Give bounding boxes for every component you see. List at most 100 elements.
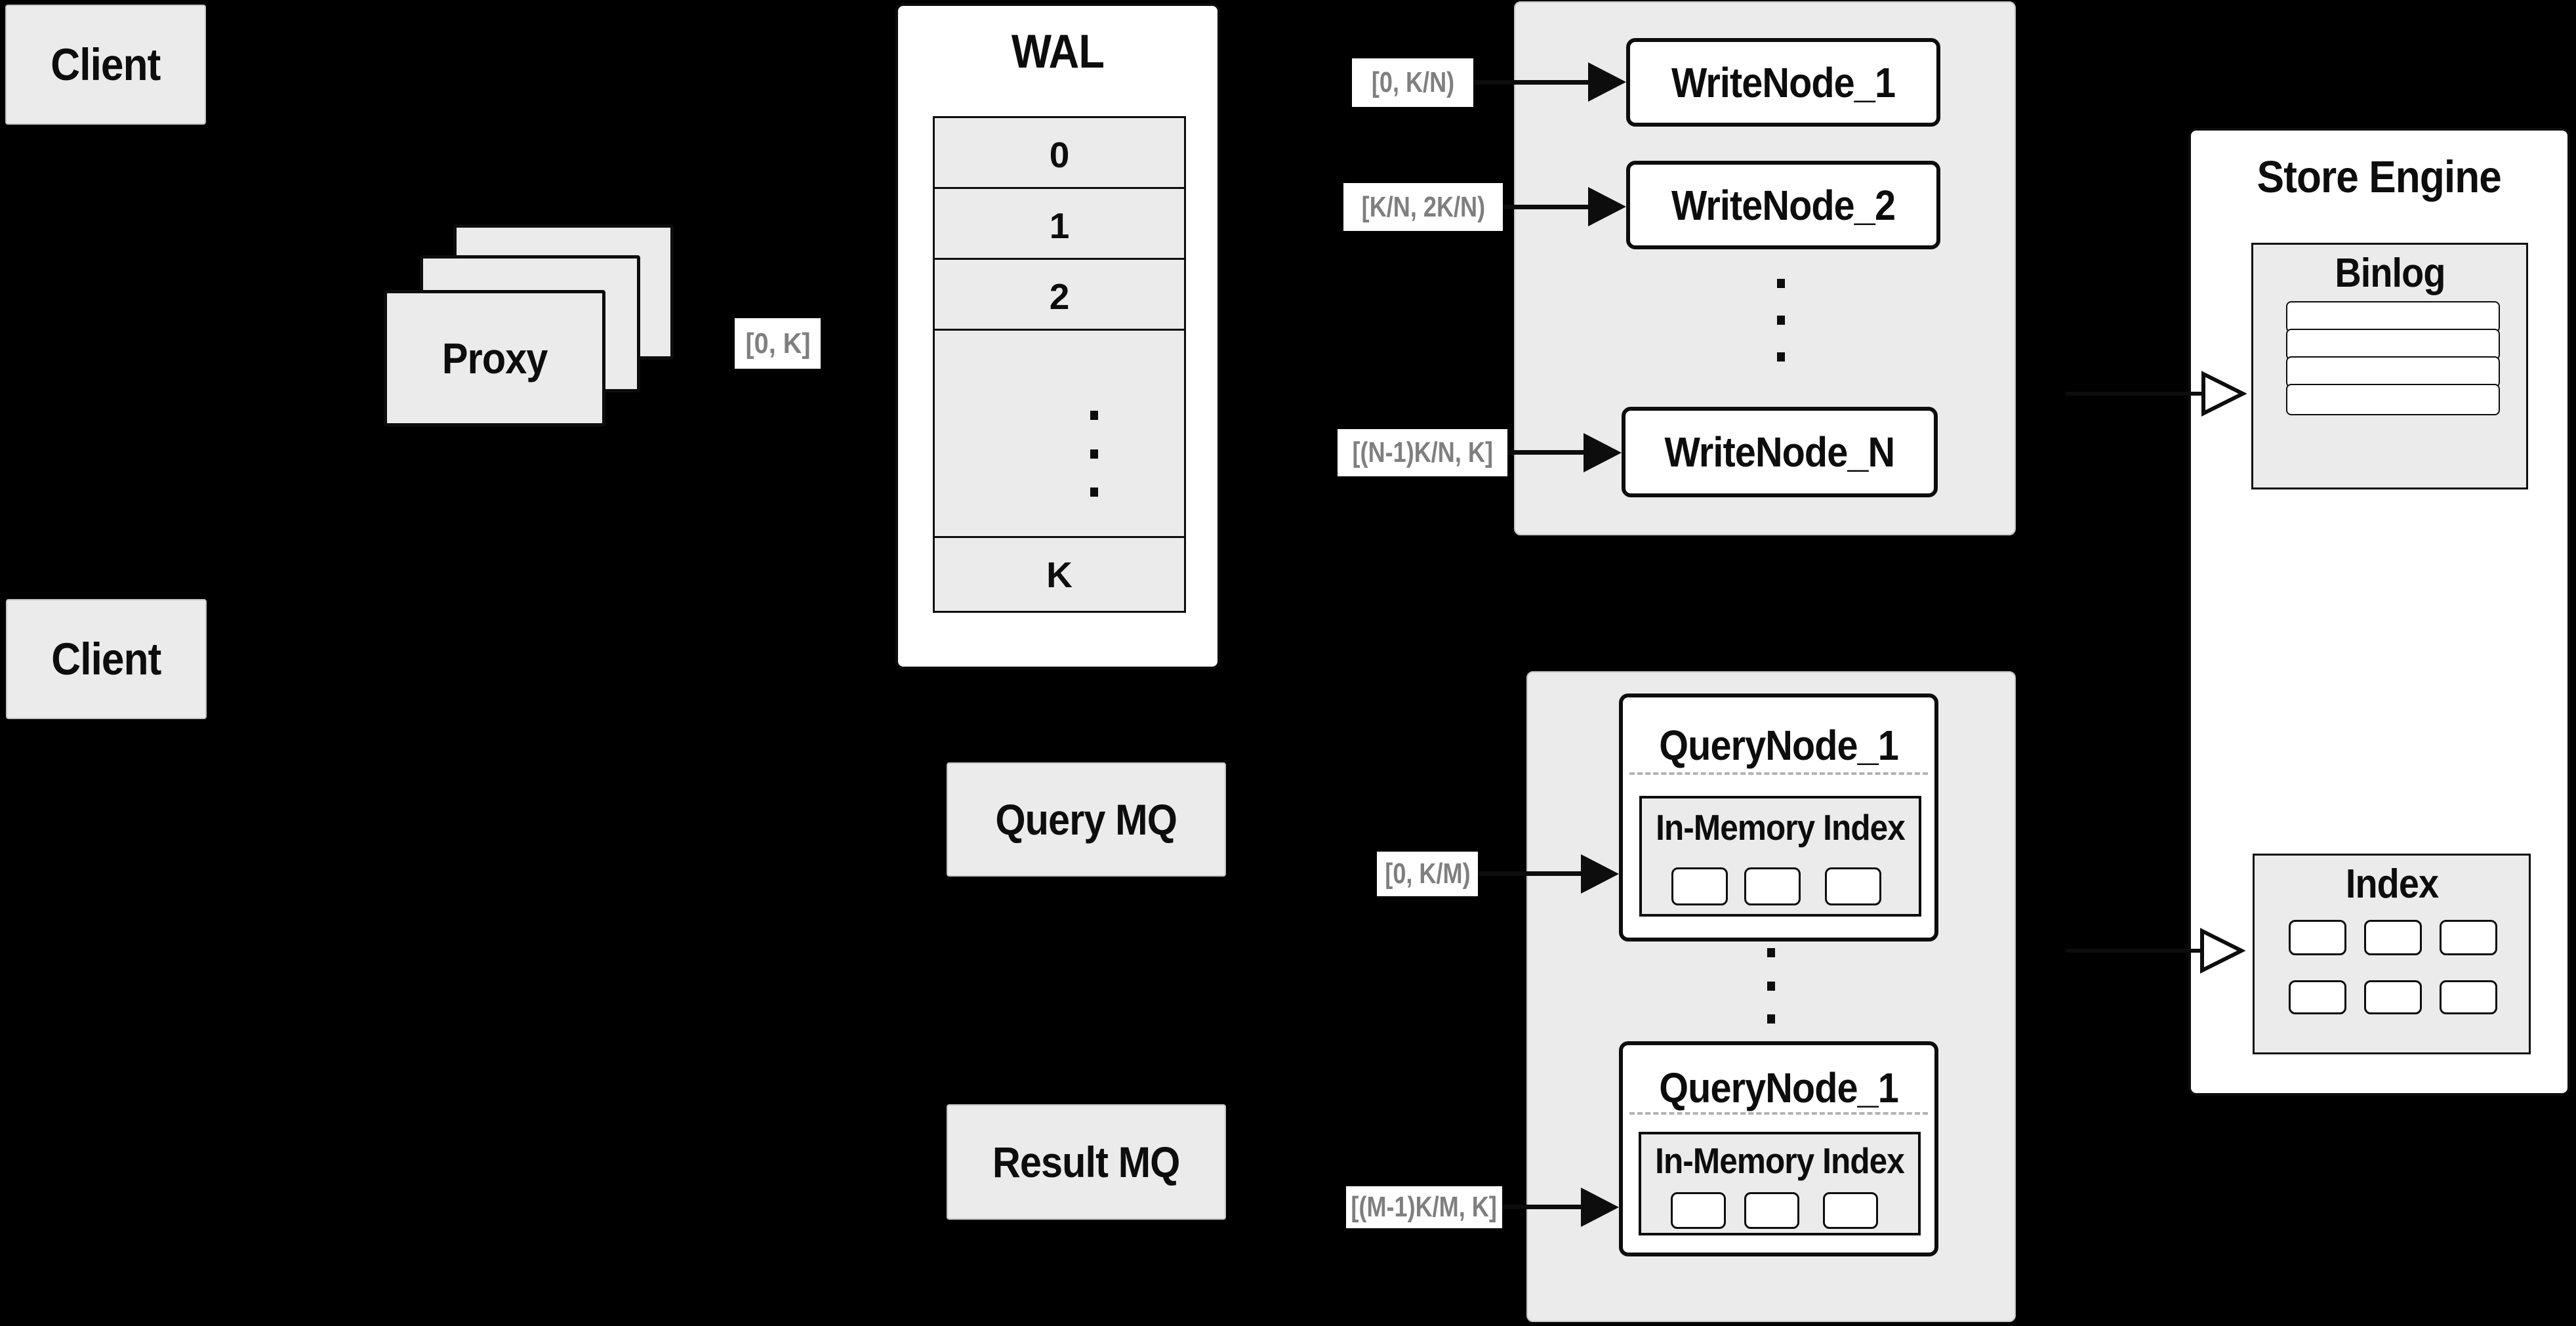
index-title: Index xyxy=(2345,861,2438,907)
write-node-1-box: WriteNode_1 xyxy=(1626,38,1940,127)
segment-cell xyxy=(1823,1192,1878,1229)
in-memory-index-box-top: In-Memory Index xyxy=(1639,796,1921,917)
open-arrowhead-icon xyxy=(2200,928,2245,974)
binlog-box: Binlog xyxy=(2251,243,2528,489)
binlog-row xyxy=(2286,384,2500,415)
proxy-stack: Proxy xyxy=(384,224,674,426)
binlog-title-wrap: Binlog xyxy=(2253,250,2526,296)
index-cell xyxy=(2440,920,2497,955)
index-title-wrap: Index xyxy=(2255,861,2529,907)
ellipsis-dot xyxy=(1777,316,1785,325)
write-node-2-label: WriteNode_2 xyxy=(1671,181,1896,229)
wal-container: WAL 0 1 2 K xyxy=(895,3,1220,669)
query-mq-box: Query MQ xyxy=(947,762,1226,877)
range-label-query-m-text: [(M-1)K/M, K] xyxy=(1351,1191,1498,1223)
query-node-top-title-wrap: QueryNode_1 xyxy=(1623,722,1934,769)
write-node-2-box: WriteNode_2 xyxy=(1626,161,1940,249)
binlog-title: Binlog xyxy=(2334,250,2445,296)
ellipsis-dot xyxy=(1777,352,1785,362)
range-label-write-n-text: [(N-1)K/N, K] xyxy=(1352,436,1493,468)
wal-ellipsis-row xyxy=(933,329,1186,542)
client-bottom-label: Client xyxy=(51,634,161,684)
store-engine-title: Store Engine xyxy=(2257,151,2502,202)
client-bottom-box: Client xyxy=(6,599,207,719)
in-memory-index-title: In-Memory Index xyxy=(1656,807,1906,848)
query-node-bottom-box: QueryNode_1 In-Memory Index xyxy=(1619,1041,1938,1256)
segment-cell xyxy=(1671,867,1728,905)
index-box: Index xyxy=(2253,854,2531,1054)
arrowhead-icon xyxy=(1588,62,1626,102)
range-label-write-1-text: [0, K/N) xyxy=(1371,66,1454,98)
query-node-bottom-title: QueryNode_1 xyxy=(1659,1064,1899,1111)
binlog-row xyxy=(2286,301,2500,333)
range-label-write-2-text: [K/N, 2K/N) xyxy=(1361,190,1485,223)
binlog-row xyxy=(2286,329,2500,360)
ellipsis-dot xyxy=(1767,948,1775,957)
wal-title: WAL xyxy=(1011,26,1105,78)
wal-row-k: K xyxy=(933,536,1186,613)
binlog-row xyxy=(2286,356,2500,388)
index-cell xyxy=(2440,980,2497,1014)
wal-row-1-label: 1 xyxy=(1049,205,1070,246)
result-mq-label: Result MQ xyxy=(992,1138,1181,1186)
segment-cell xyxy=(1744,867,1801,905)
wal-row-2: 2 xyxy=(933,258,1186,335)
query-node-top-title: QueryNode_1 xyxy=(1659,722,1899,769)
dashed-divider xyxy=(1629,1112,1928,1115)
wal-row-k-label: K xyxy=(1046,554,1073,595)
ellipsis-dot xyxy=(1090,411,1098,420)
store-engine-container: Store Engine Binlog Index xyxy=(2188,128,2570,1096)
arrowhead-icon xyxy=(1584,433,1622,472)
arrowhead-icon xyxy=(1581,854,1619,894)
arrow-shaft xyxy=(1502,1205,1583,1209)
query-node-bottom-title-wrap: QueryNode_1 xyxy=(1623,1064,1934,1111)
arrow-shaft xyxy=(1507,450,1585,455)
range-label-proxy-wal: [0, K] xyxy=(735,318,821,369)
open-arrowhead-icon xyxy=(2201,371,2247,417)
proxy-label: Proxy xyxy=(441,334,548,383)
wal-row-2-label: 2 xyxy=(1049,276,1070,317)
arrowhead-icon xyxy=(1581,1188,1619,1227)
arrow-shaft xyxy=(1478,871,1583,876)
range-label-write-n: [(N-1)K/N, K] xyxy=(1338,429,1507,476)
ellipsis-dot xyxy=(1090,487,1098,497)
segment-cell xyxy=(1825,867,1881,905)
ellipsis-dot xyxy=(1090,449,1098,459)
index-cell xyxy=(2364,920,2422,955)
index-cell xyxy=(2289,980,2346,1014)
wal-row-1: 1 xyxy=(933,187,1186,264)
write-node-n-label: WriteNode_N xyxy=(1664,428,1896,476)
range-label-write-2: [K/N, 2K/N) xyxy=(1343,183,1503,231)
in-memory-index-title: In-Memory Index xyxy=(1655,1140,1905,1181)
query-node-top-box: QueryNode_1 In-Memory Index xyxy=(1619,694,1938,942)
in-memory-index-box-bottom: In-Memory Index xyxy=(1639,1132,1921,1235)
arrow-shaft xyxy=(2066,949,2206,953)
wal-title-wrap: WAL xyxy=(898,26,1217,78)
write-node-n-box: WriteNode_N xyxy=(1622,407,1938,497)
store-engine-title-wrap: Store Engine xyxy=(2191,150,2567,203)
proxy-stack-front: Proxy xyxy=(384,290,605,426)
arrow-shaft xyxy=(1473,80,1590,85)
dashed-divider xyxy=(1629,772,1928,775)
ellipsis-dot xyxy=(1767,982,1775,991)
index-cell xyxy=(2364,980,2422,1014)
client-top-label: Client xyxy=(51,39,161,90)
result-mq-box: Result MQ xyxy=(947,1104,1226,1220)
range-label-query-1: [0, K/M) xyxy=(1377,852,1478,896)
arrow-shaft xyxy=(2066,392,2207,396)
query-mq-label: Query MQ xyxy=(995,795,1178,844)
in-memory-index-title-wrap: In-Memory Index xyxy=(1641,1140,1918,1181)
arrowhead-icon xyxy=(1588,187,1626,226)
segment-cell xyxy=(1671,1192,1726,1229)
client-top-box: Client xyxy=(5,5,206,125)
wal-row-0-label: 0 xyxy=(1049,134,1070,175)
ellipsis-dot xyxy=(1767,1014,1775,1024)
arrow-shaft xyxy=(1503,205,1590,209)
range-label-query-m: [(M-1)K/M, K] xyxy=(1346,1186,1502,1228)
segment-cell xyxy=(1744,1192,1799,1229)
index-cell xyxy=(2289,920,2346,955)
write-node-1-label: WriteNode_1 xyxy=(1671,58,1896,106)
range-label-proxy-wal-text: [0, K] xyxy=(745,327,810,360)
range-label-query-1-text: [0, K/M) xyxy=(1384,858,1471,890)
